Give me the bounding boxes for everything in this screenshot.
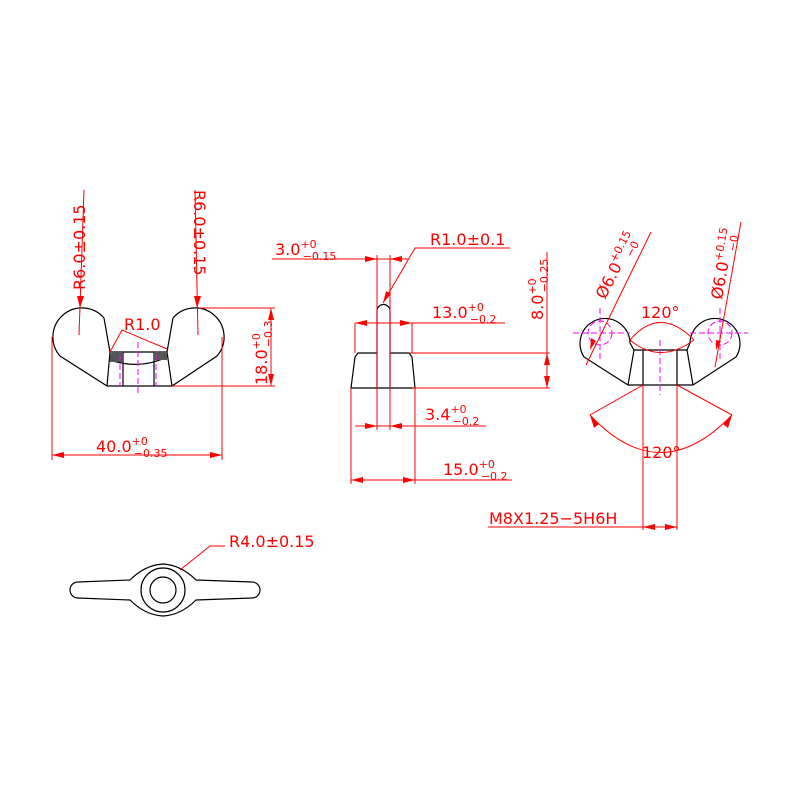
fillet-label: R1.0 [124, 315, 161, 334]
right-view: Ø6.0+0.15−0 Ø6.0+0.15−0 120° 120° M8X1.2… [488, 221, 748, 530]
wing-base-dimension: 3.4+0−0.2 [425, 403, 479, 428]
top-radius-label: R4.0±0.15 [229, 532, 315, 551]
radius-left-label: R6.0±0.15 [70, 204, 89, 290]
hole-right-dimension: Ø6.0+0.15−0 [705, 226, 742, 301]
top-outline [69, 563, 261, 617]
knurl-hatch-left [110, 352, 123, 362]
wing-thickness-dimension: 3.0+0−0.15 [275, 238, 336, 263]
base-width-dimension: 15.0+0−0.2 [443, 458, 508, 483]
side-view: 3.0+0−0.15 R1.0±0.1 13.0+0−0.2 8.0+0−0.2… [272, 230, 551, 484]
side-outline [350, 303, 416, 389]
knurl-hatch-right [154, 352, 167, 360]
width-dimension: 40.0+0−0.35 [96, 435, 168, 460]
top-view: R4.0±0.15 [69, 532, 315, 617]
angle-bottom-label: 120° [642, 443, 681, 462]
radius-right-label: R6.0±0.15 [190, 190, 209, 276]
body-height-dimension: 8.0+0−0.25 [526, 259, 551, 320]
angle-top-label: 120° [641, 303, 680, 322]
thread-label: M8X1.25−5H6H [489, 509, 617, 528]
front-view: R6.0±0.15 R6.0±0.15 R1.0 40.0+0−0.35 18.… [51, 189, 275, 460]
tip-radius-label: R1.0±0.1 [430, 230, 505, 249]
right-outline [579, 317, 741, 386]
hole-left-dimension: Ø6.0+0.15−0 [590, 228, 645, 303]
top-width-dimension: 13.0+0−0.2 [432, 301, 497, 326]
height-dimension: 18.0+0−0.3 [250, 320, 275, 385]
